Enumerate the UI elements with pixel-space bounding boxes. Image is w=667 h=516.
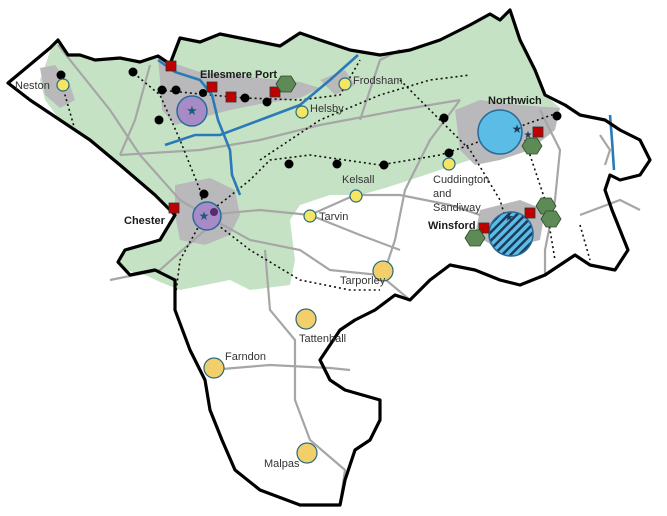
label-tattenhall: Tattenhall — [299, 333, 346, 345]
label-tarporley: Tarporley — [340, 275, 386, 287]
local-service-centres — [203, 260, 394, 464]
label-neston: Neston — [15, 80, 50, 92]
rail-stations — [56, 67, 562, 199]
main-centre-winsford[interactable]: ★ — [488, 211, 534, 257]
star-icon: ★ — [186, 103, 198, 118]
label-northwich: Northwich — [488, 95, 542, 107]
star-icon: ★ — [199, 209, 210, 223]
borough-boundary — [6, 8, 652, 507]
label-sandiway: Sandiway — [433, 202, 481, 214]
main-centre-chester[interactable]: ★ — [192, 201, 222, 231]
label-ellesmere-port: Ellesmere Port — [200, 69, 277, 81]
label-helsby: Helsby — [310, 103, 344, 115]
label-farndon: Farndon — [225, 351, 266, 363]
label-malpas: Malpas — [264, 458, 300, 470]
label-cuddington: Cuddington — [433, 174, 489, 186]
employment-sites — [165, 60, 544, 234]
label-winsford: Winsford — [428, 220, 476, 232]
star-icon: ★ — [524, 130, 533, 141]
hexagon-sites — [275, 75, 562, 247]
main-centre-ellesmere-port[interactable]: ★ — [176, 95, 208, 127]
label-kelsall: Kelsall — [342, 174, 374, 186]
key-service-centres — [56, 77, 456, 223]
label-frodsham: Frodsham — [353, 75, 403, 87]
star-icon: ★ — [512, 122, 523, 136]
label-tarvin: Tarvin — [319, 211, 348, 223]
label-chester: Chester — [124, 215, 166, 227]
main-centre-northwich[interactable]: ★ ★ — [477, 109, 533, 155]
star-icon: ★ — [504, 212, 514, 224]
label-cuddington-and: and — [433, 188, 451, 200]
